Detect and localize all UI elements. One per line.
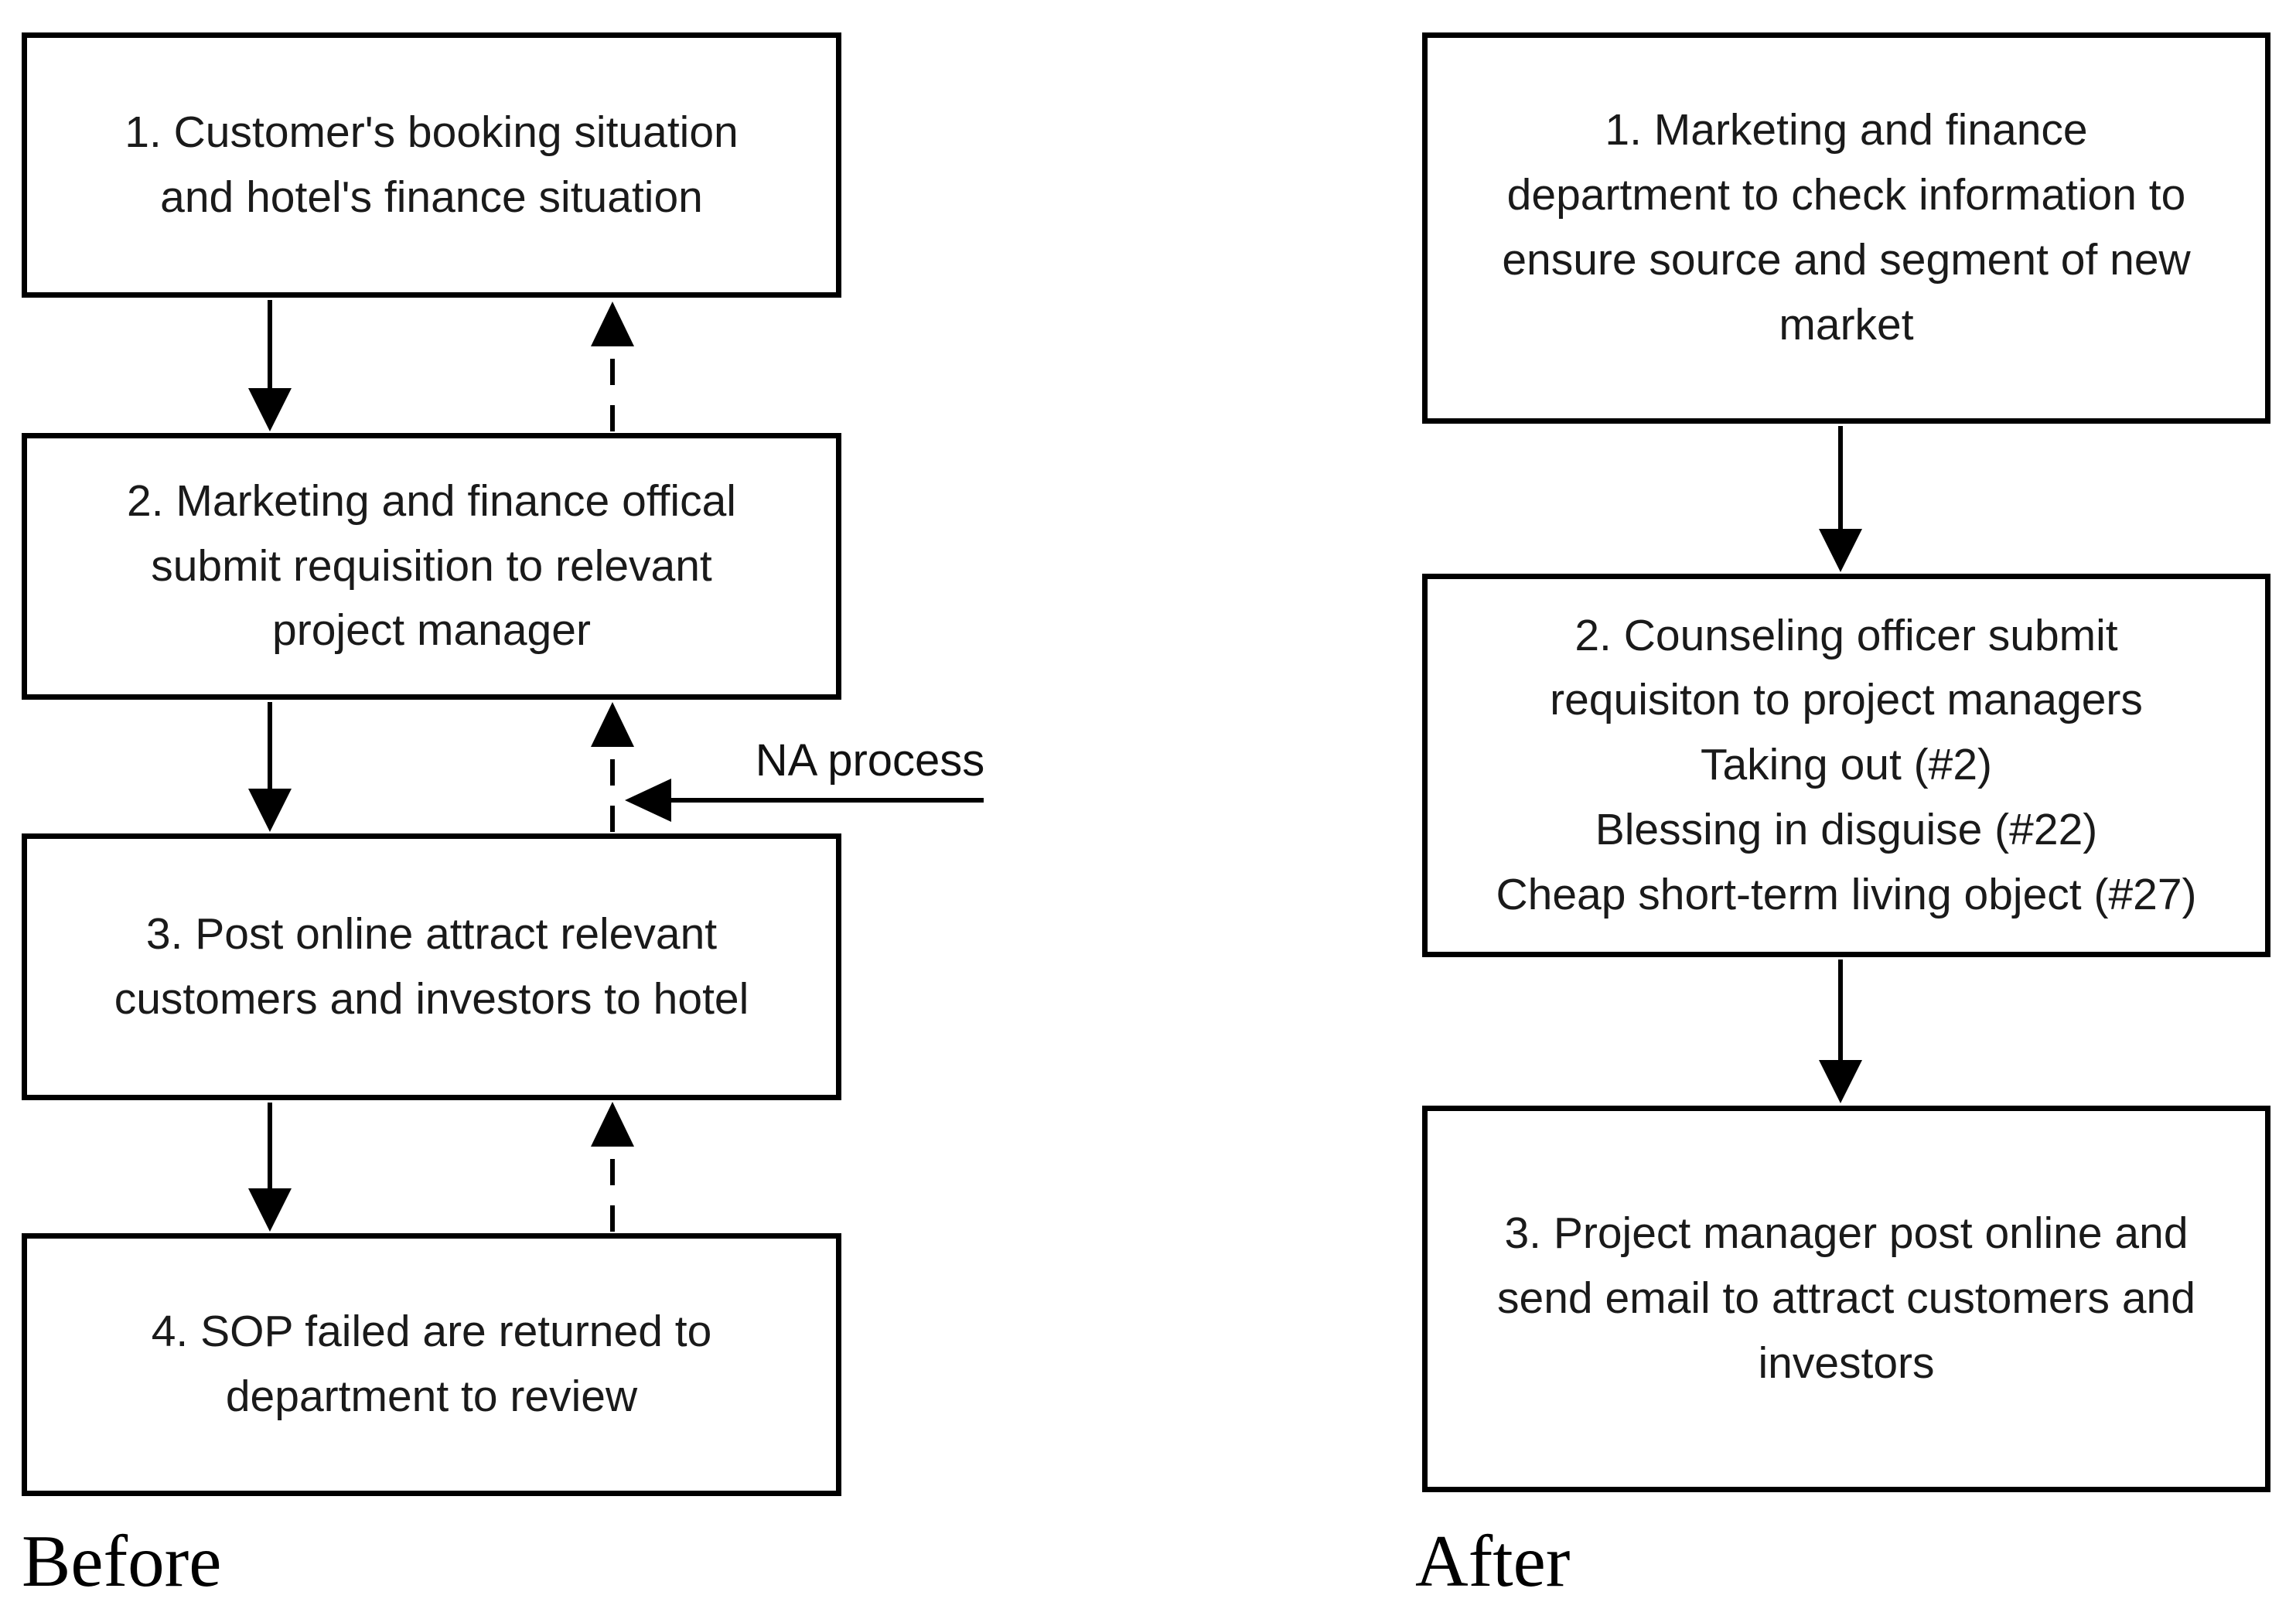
before-box-1-line-1: 1. Customer's booking situation xyxy=(125,107,739,157)
before-arrow-down-1 xyxy=(248,300,292,431)
before-box-2: 2. Marketing and finance offical submit … xyxy=(22,433,841,700)
before-dashed-arrow-up-2 xyxy=(591,702,634,832)
after-box-2-line-2: requisiton to project managers xyxy=(1550,675,2143,725)
after-box-1-line-2: department to check information to xyxy=(1506,170,2186,220)
after-box-2-line-3: Taking out (#2) xyxy=(1700,740,1993,790)
before-caption: Before xyxy=(22,1520,222,1602)
after-box-2: 2. Counseling officer submit requisiton … xyxy=(1422,574,2270,957)
after-box-3-line-3: investors xyxy=(1758,1338,1935,1388)
after-box-3-line-2: send email to attract customers and xyxy=(1497,1273,2195,1324)
before-box-1-line-2: and hotel's finance situation xyxy=(160,172,703,222)
after-box-2-line-1: 2. Counseling officer submit xyxy=(1574,610,2118,660)
before-box-3: 3. Post online attract relevant customer… xyxy=(22,833,841,1100)
before-arrow-down-2 xyxy=(248,702,292,832)
after-box-2-line-5: Cheap short-term living object (#27) xyxy=(1496,869,2197,919)
after-box-1-line-1: 1. Marketing and finance xyxy=(1605,105,2088,155)
after-arrow-down-2 xyxy=(1819,959,1862,1103)
after-box-3-line-1: 3. Project manager post online and xyxy=(1504,1208,2189,1259)
after-box-3: 3. Project manager post online and send … xyxy=(1422,1106,2270,1492)
before-box-4-line-2: department to review xyxy=(225,1372,638,1421)
before-box-2-line-2: submit requisition to relevant xyxy=(151,540,712,591)
after-caption: After xyxy=(1415,1520,1571,1602)
before-box-3-line-2: customers and investors to hotel xyxy=(114,973,749,1024)
before-arrow-down-3 xyxy=(248,1103,292,1232)
after-arrow-down-1 xyxy=(1819,426,1862,572)
before-dashed-arrow-up-3 xyxy=(591,1102,634,1232)
na-process-label: NA process xyxy=(755,735,985,786)
after-box-1-line-4: market xyxy=(1779,299,1914,349)
before-dashed-arrow-up-1 xyxy=(591,302,634,431)
before-box-3-line-1: 3. Post online attract relevant xyxy=(145,908,718,959)
after-box-1: 1. Marketing and finance department to c… xyxy=(1422,32,2270,424)
before-box-1: 1. Customer's booking situation and hote… xyxy=(22,32,841,298)
before-box-2-line-1: 2. Marketing and finance offical xyxy=(127,475,736,526)
before-box-2-line-3: project manager xyxy=(272,605,591,656)
before-box-4-line-1: 4. SOP failed are returned to xyxy=(151,1307,712,1357)
after-box-2-line-4: Blessing in disguise (#22) xyxy=(1595,804,2098,854)
before-box-4: 4. SOP failed are returned to department… xyxy=(22,1233,841,1496)
after-box-1-line-3: ensure source and segment of new xyxy=(1502,235,2191,285)
